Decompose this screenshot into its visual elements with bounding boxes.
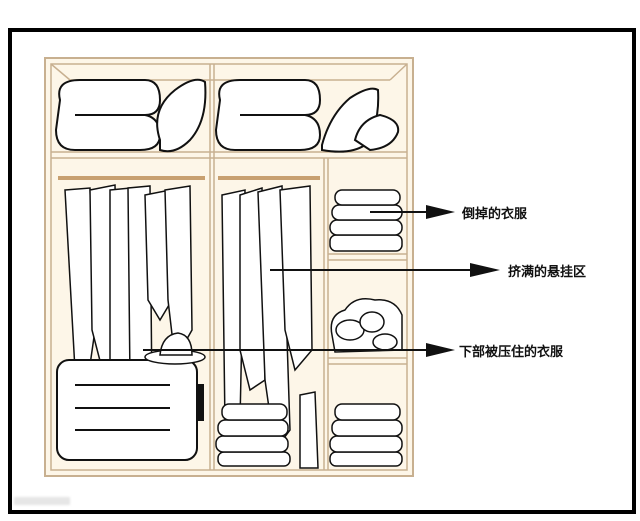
picture-frame (8, 28, 636, 514)
folded-duvets (54, 78, 400, 153)
suitcase (56, 359, 204, 461)
label-fallen-clothes: 倒掉的衣服 (462, 207, 528, 222)
label-crushed-clothes-below: 下部被压住的衣服 (459, 345, 564, 360)
label-crowded-hanging-area: 挤满的悬挂区 (508, 265, 587, 280)
folded-clothes-stacks (215, 189, 403, 469)
callout-arrows (143, 205, 500, 357)
watermark (14, 497, 70, 505)
